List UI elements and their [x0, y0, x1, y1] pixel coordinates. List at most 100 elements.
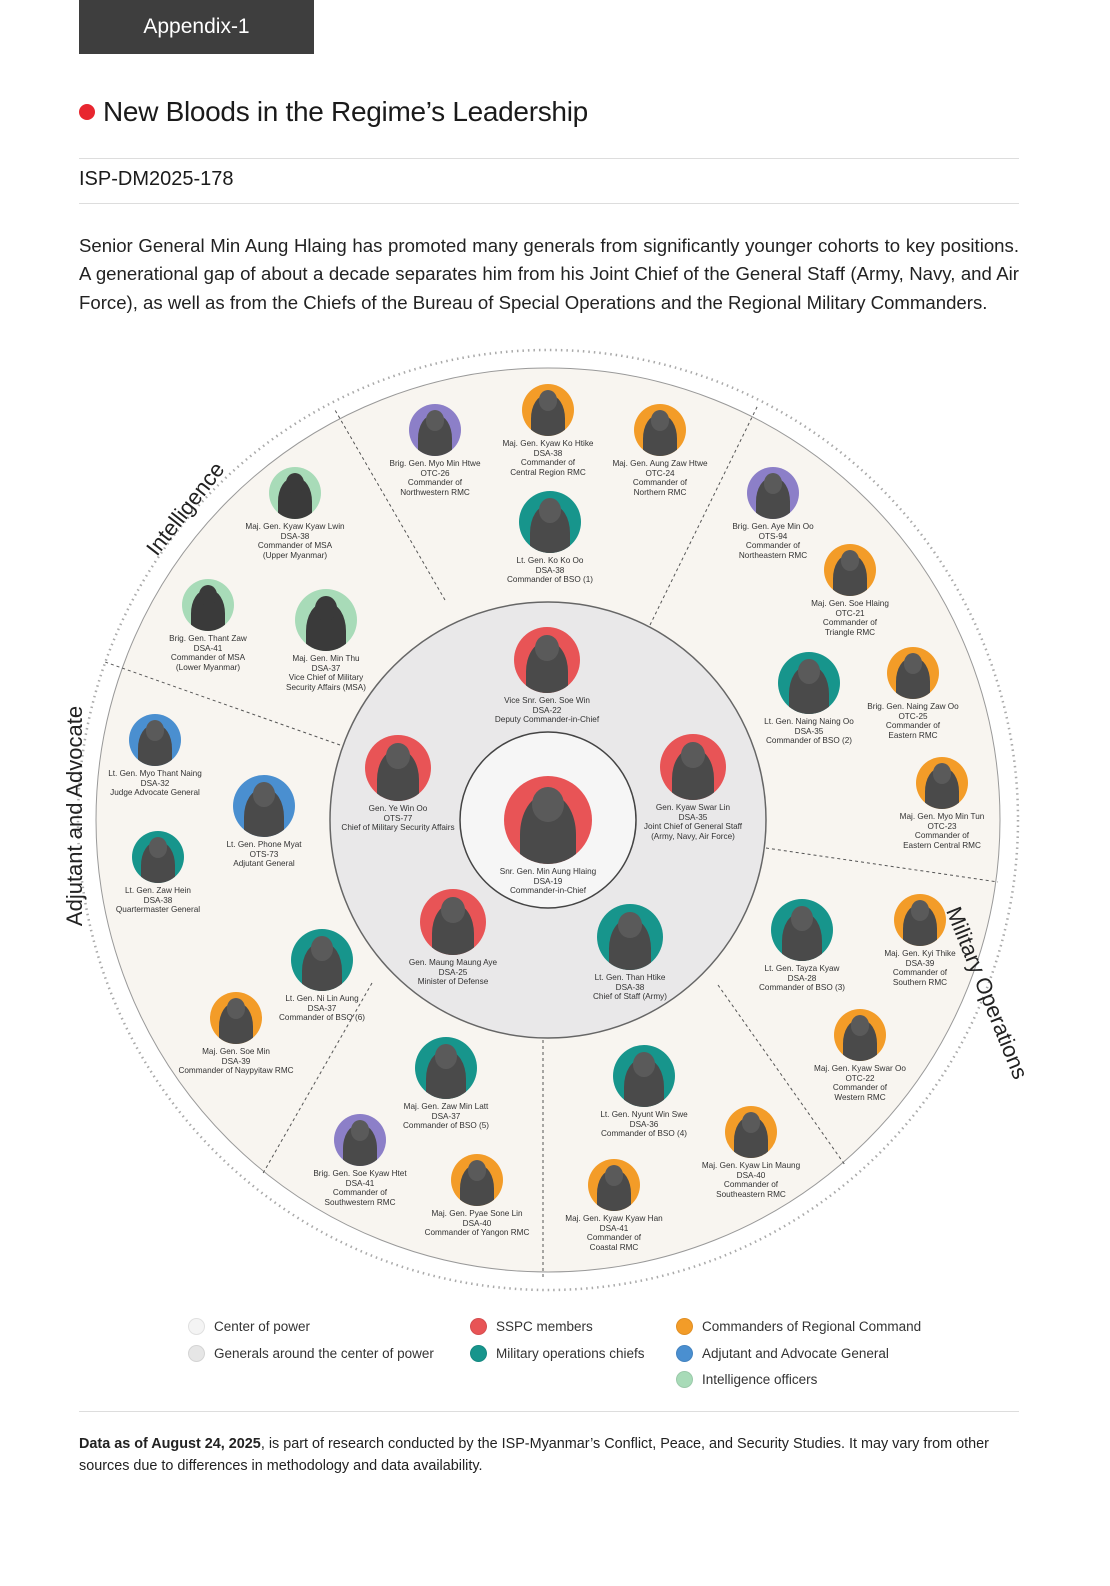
person-cohort: OTC-24 — [645, 468, 675, 478]
person-name: Maj. Gen. Aung Zaw Htwe — [612, 459, 708, 468]
person-cohort: DSA-39 — [221, 1056, 251, 1066]
portrait — [916, 757, 968, 809]
person-role: (Army, Navy, Air Force) — [651, 831, 735, 841]
person-name: Lt. Gen. Tayza Kyaw — [764, 964, 840, 973]
person-role: Southwestern RMC — [324, 1197, 396, 1207]
person-cohort: OTS-73 — [249, 849, 279, 859]
person-cohort: DSA-37 — [307, 1003, 337, 1013]
divider — [79, 158, 1019, 159]
person-cohort: DSA-39 — [905, 958, 935, 968]
person-name: Lt. Gen. Than Htike — [594, 973, 666, 982]
legend-item: Military operations chiefs — [470, 1345, 645, 1362]
divider — [79, 1411, 1019, 1412]
portrait — [824, 544, 876, 596]
person-role: Commander of — [822, 618, 878, 628]
person-role: Southeastern RMC — [716, 1189, 786, 1199]
portrait — [233, 775, 295, 837]
person-role: (Upper Myanmar) — [262, 550, 328, 560]
person-role: Judge Advocate General — [110, 788, 200, 798]
legend-item: Center of power — [188, 1318, 310, 1335]
person-role: Vice Chief of Military — [288, 673, 364, 683]
person-role: Commander of — [885, 721, 941, 731]
person-cohort: DSA-41 — [345, 1178, 375, 1188]
person-role: Northwestern RMC — [400, 487, 470, 497]
legend-swatch-icon — [676, 1371, 693, 1388]
person-name: Lt. Gen. Ni Lin Aung — [285, 994, 359, 1003]
person-cohort: DSA-35 — [794, 726, 824, 736]
person-role: Quartermaster General — [115, 905, 201, 915]
person-name: Gen. Ye Win Oo — [368, 804, 428, 813]
person-role: Commander of BSO (2) — [766, 736, 852, 746]
portrait — [588, 1159, 640, 1211]
portrait — [291, 929, 353, 991]
person-role: Commander of — [632, 478, 688, 488]
portrait — [725, 1106, 777, 1158]
portrait — [894, 894, 946, 946]
person-cohort: OTC-23 — [927, 821, 957, 831]
portrait — [132, 831, 184, 883]
legend-item: Adjutant and Advocate General — [676, 1345, 889, 1362]
legend-label: Military operations chiefs — [496, 1346, 645, 1361]
person-name: Gen. Kyaw Swar Lin — [655, 803, 731, 812]
legend-swatch-icon — [676, 1345, 693, 1362]
person-role: Coastal RMC — [589, 1242, 639, 1252]
portrait — [334, 1114, 386, 1166]
person-role: Commander of — [745, 541, 801, 551]
person-name: Maj. Gen. Soe Hlaing — [811, 599, 889, 608]
person-name: Maj. Gen. Kyaw Kyaw Lwin — [245, 522, 345, 531]
page-title-text: New Bloods in the Regime’s Leadership — [103, 96, 588, 127]
portrait — [295, 589, 357, 651]
person-role: Security Affairs (MSA) — [286, 682, 366, 692]
person-cohort: DSA-32 — [140, 778, 170, 788]
person-cohort: DSA-28 — [787, 973, 817, 983]
portrait — [182, 579, 234, 631]
person-name: Maj. Gen. Kyaw Swar Oo — [814, 1064, 906, 1073]
person-cohort: DSA-37 — [431, 1111, 461, 1121]
person-name: Brig. Gen. Aye Min Oo — [732, 522, 814, 531]
portrait — [887, 647, 939, 699]
person-role: Commander of BSO (4) — [601, 1129, 687, 1139]
sector-dividers — [104, 404, 999, 1280]
legend-swatch-icon — [676, 1318, 693, 1335]
person-cohort: DSA-19 — [533, 876, 563, 886]
person-cohort: DSA-40 — [462, 1218, 492, 1228]
person-role: Commander of MSA — [170, 653, 246, 663]
person-name: Maj. Gen. Myo Min Tun — [899, 812, 985, 821]
legend-swatch-icon — [188, 1318, 205, 1335]
person-name: Lt. Gen. Myo Thant Naing — [108, 769, 202, 778]
person-name: Lt. Gen. Nyunt Win Swe — [600, 1110, 688, 1119]
person-role: (Lower Myanmar) — [175, 662, 241, 672]
